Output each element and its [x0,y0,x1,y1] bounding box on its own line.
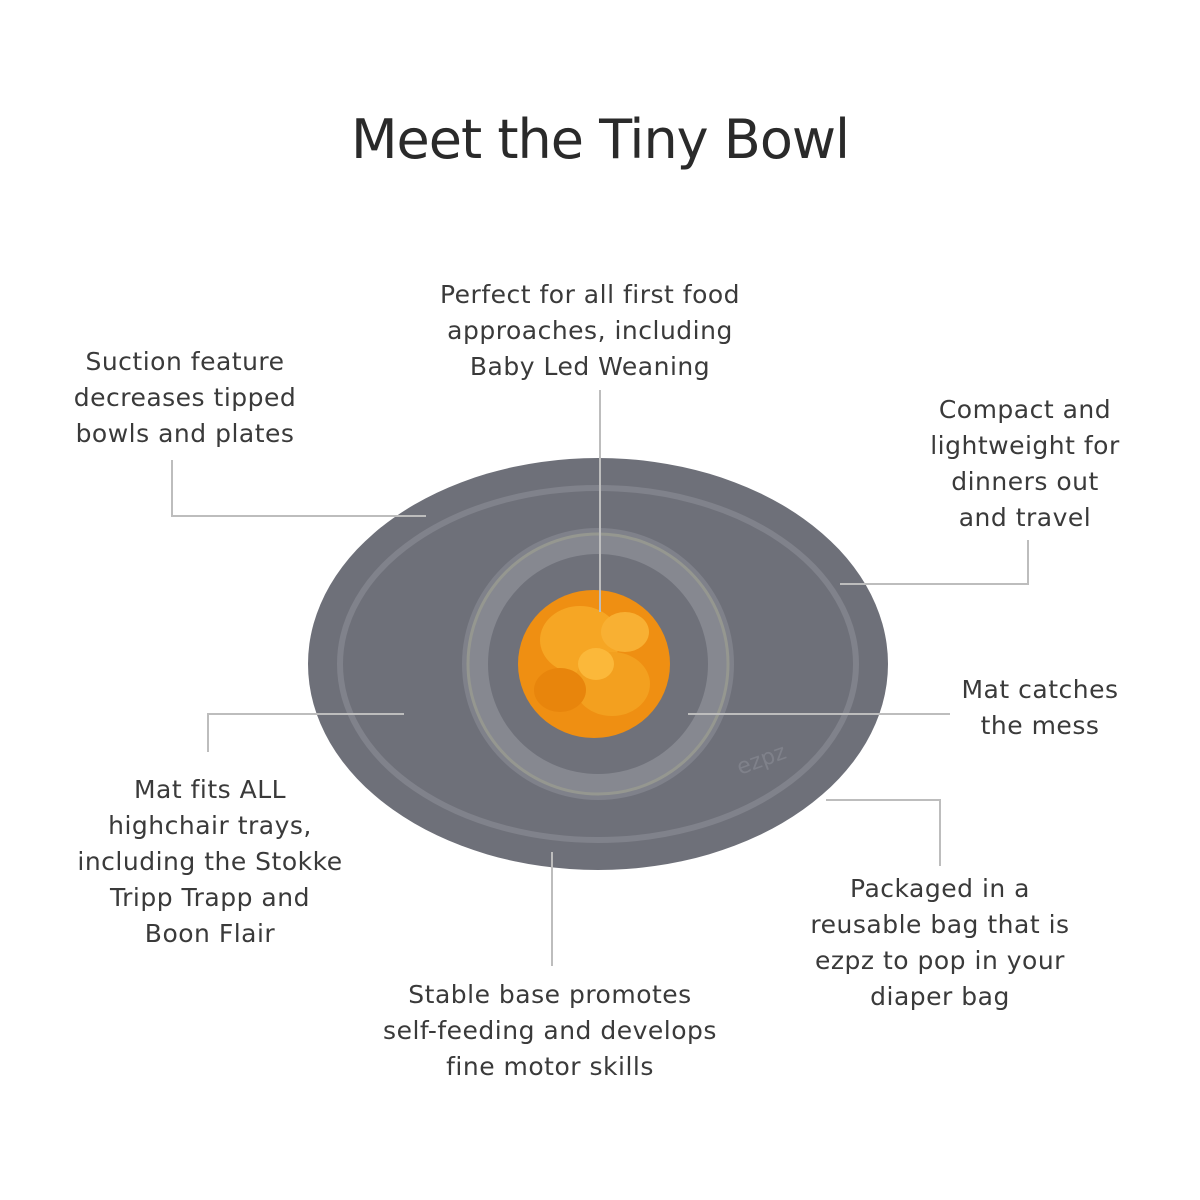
callout-line: Mat catches [961,675,1119,704]
mat-rim [337,485,859,843]
callout-line: Compact and [938,395,1112,424]
callout-line: Suction feature [85,347,285,376]
leader-compact [840,540,1029,585]
callout-suction: Suction feature decreases tipped bowls a… [40,344,330,452]
callout-line: and travel [958,503,1092,532]
page-title: Meet the Tiny Bowl [350,108,850,171]
callout-line: the mess [980,711,1100,740]
callout-line: diaper bag [870,982,1010,1011]
callout-line: Packaged in a [850,874,1030,903]
callout-line: Perfect for all first food [439,280,741,309]
callout-line: bowls and plates [75,419,295,448]
leader-packaged [826,799,941,866]
callout-first-food: Perfect for all first food approaches, i… [390,277,790,385]
leader-suction [171,460,426,517]
callout-line: approaches, including [447,316,733,345]
callout-line: Baby Led Weaning [469,352,711,381]
leader-highchair [207,713,404,752]
callout-line: ezpz to pop in your [815,946,1065,975]
callout-line: self-feeding and develops [383,1016,717,1045]
callout-packaged: Packaged in a reusable bag that is ezpz … [770,871,1110,1015]
callout-line: including the Stokke [77,847,343,876]
callout-stable-base: Stable base promotes self-feeding and de… [330,977,770,1085]
callout-line: reusable bag that is [810,910,1070,939]
food-carrots [518,590,670,738]
callout-line: fine motor skills [446,1052,654,1081]
callout-line: Mat fits ALL [133,775,287,804]
callout-compact: Compact and lightweight for dinners out … [900,392,1150,536]
callout-line: dinners out [951,467,1099,496]
callout-line: Stable base promotes [408,980,692,1009]
callout-line: highchair trays, [108,811,312,840]
callout-line: decreases tipped [73,383,297,412]
callout-line: Boon Flair [144,919,276,948]
callout-mess: Mat catches the mess [920,672,1160,744]
callout-line: Tripp Trapp and [110,883,310,912]
leader-lines [171,390,1029,966]
callout-line: lightweight for [930,431,1120,460]
callout-highchair: Mat fits ALL highchair trays, including … [40,772,380,952]
